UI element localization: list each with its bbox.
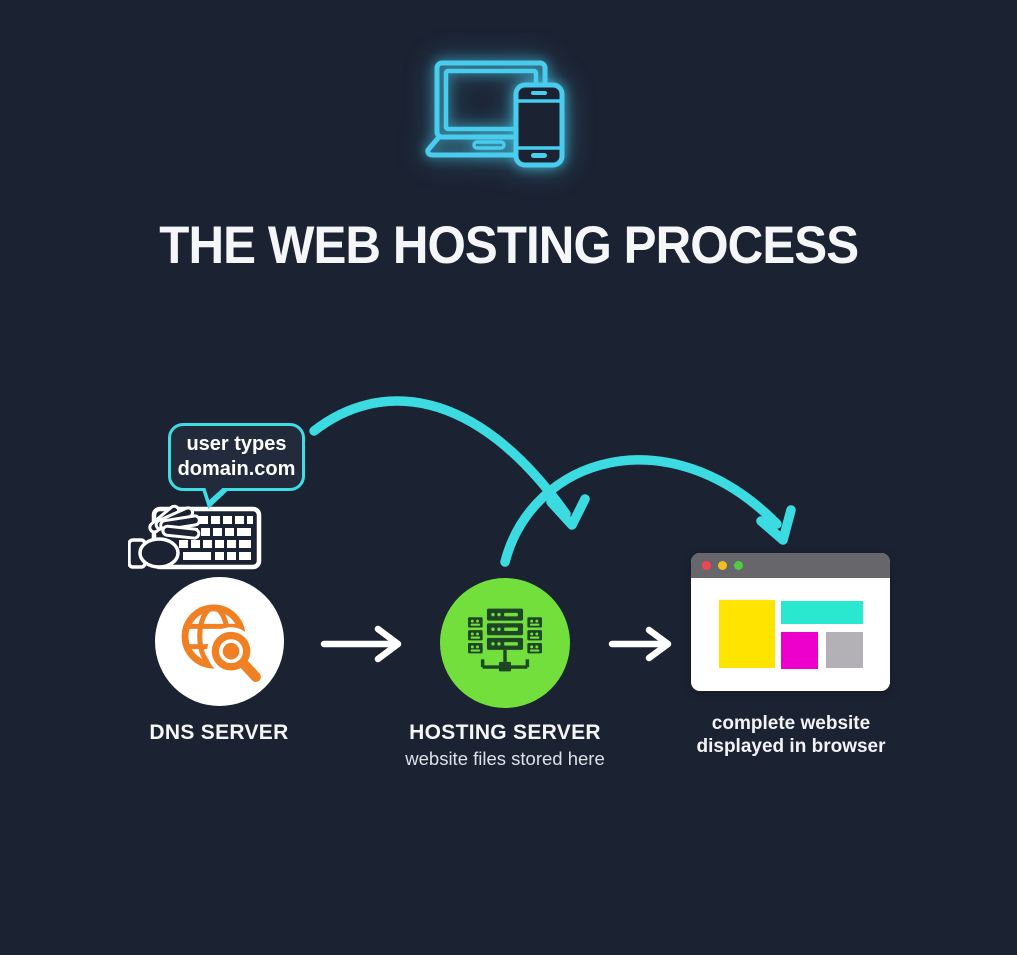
hand-typing-on-keyboard-icon (128, 504, 262, 570)
browser-window-mockup (691, 553, 890, 691)
hosting-server-sublabel: website files stored here (405, 748, 605, 769)
window-minimize-dot (718, 561, 727, 570)
website-block-cyan (781, 601, 863, 624)
page-title: THE WEB HOSTING PROCESS (159, 216, 859, 275)
globe-with-magnifier-icon (181, 604, 261, 682)
speech-bubble-line1: user types (186, 433, 287, 456)
server-units (468, 608, 542, 672)
header: THE WEB HOSTING PROCESS (0, 215, 1017, 276)
browser-result-label: complete website displayed in browser (691, 712, 891, 758)
laptop-and-phone-icon (425, 60, 565, 168)
website-block-gray (826, 632, 863, 668)
straight-arrow-dns-to-hosting (320, 625, 402, 663)
magnifier-icon (206, 626, 261, 682)
dns-server-label: DNS SERVER (149, 721, 289, 744)
website-block-magenta (781, 632, 818, 669)
server-network-lines (480, 649, 530, 669)
smartphone-icon (513, 82, 565, 168)
straight-arrow-hosting-to-browser (608, 626, 672, 662)
speech-bubble: user types domain.com (168, 423, 305, 509)
website-block-yellow (719, 600, 775, 668)
window-maximize-dot (734, 561, 743, 570)
speech-bubble-line2: domain.com (177, 458, 296, 480)
typing-hand-icon (128, 504, 201, 569)
browser-result-label-line1: complete website (711, 713, 871, 734)
server-unit-lights (470, 612, 540, 652)
browser-title-bar (691, 553, 890, 578)
browser-result-label-line2: displayed in browser (696, 736, 886, 758)
curved-arrow-hosting-to-browser (500, 455, 796, 567)
window-close-dot (702, 561, 711, 570)
server-rack-icon (468, 608, 542, 672)
hosting-server-circle (440, 578, 570, 708)
hosting-server-label: HOSTING SERVER (409, 721, 601, 744)
dns-server-circle (155, 577, 284, 706)
curved-arrow-bubble-to-hosting (309, 396, 590, 530)
